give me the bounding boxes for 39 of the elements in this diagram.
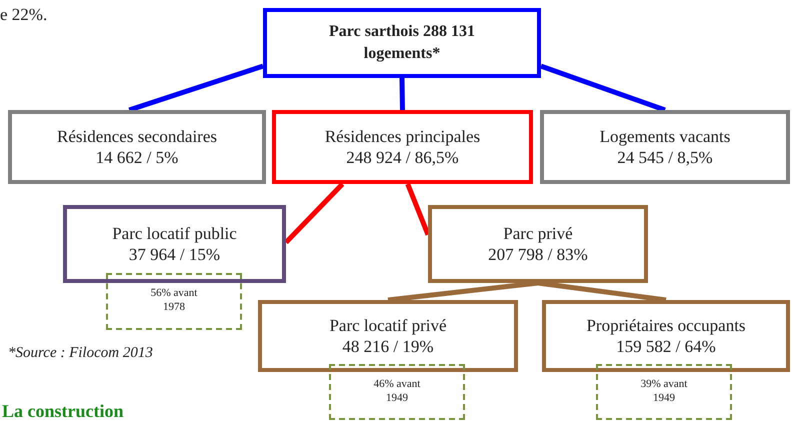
box-heading: Résidences principales (324, 126, 480, 147)
source-note: *Source : Filocom 2013 (8, 344, 153, 363)
box-value: 24 545 / 8,5% (617, 147, 713, 168)
category-box (542, 300, 790, 372)
category-box (272, 110, 533, 184)
box-heading: Résidences secondaires (56, 126, 218, 147)
note-box (106, 273, 242, 330)
connector-line (405, 183, 430, 236)
box-value: 207 798 / 83% (488, 244, 588, 266)
section-heading: La construction (2, 402, 124, 420)
connector-line (128, 64, 264, 112)
connector-line (284, 182, 344, 244)
category-box (540, 110, 790, 184)
box-heading: 56% avant 1978 (150, 287, 198, 314)
box-heading: Propriétaires occupants (586, 314, 746, 336)
box-heading: Parc privé (503, 222, 573, 244)
connector-line (538, 280, 666, 302)
connector-line (388, 280, 538, 302)
box-heading: Logements vacants (600, 126, 730, 147)
category-box (8, 110, 266, 184)
box-heading: 46% avant 1949 (372, 378, 422, 406)
box-heading: 39% avant 1949 (640, 378, 688, 406)
box-value: 48 216 / 19% (342, 336, 434, 358)
box-value: 37 964 / 15% (128, 244, 220, 266)
category-box (63, 205, 286, 283)
box-heading: Parc locatif privé (329, 314, 447, 336)
box-heading: Parc locatif public (112, 222, 237, 244)
title-box (263, 8, 541, 78)
note-box (329, 364, 465, 420)
box-heading: Parc sarthois 288 131 logements* (328, 22, 476, 64)
box-value: 159 582 / 64% (616, 336, 716, 358)
category-box (428, 205, 648, 283)
connector-line (400, 78, 405, 110)
box-value: 14 662 / 5% (96, 147, 178, 168)
connector-line (540, 64, 666, 112)
text-fragment: e 22%. (0, 4, 48, 26)
category-box (258, 300, 518, 372)
box-value: 248 924 / 86,5% (346, 147, 459, 168)
note-box (596, 364, 732, 420)
